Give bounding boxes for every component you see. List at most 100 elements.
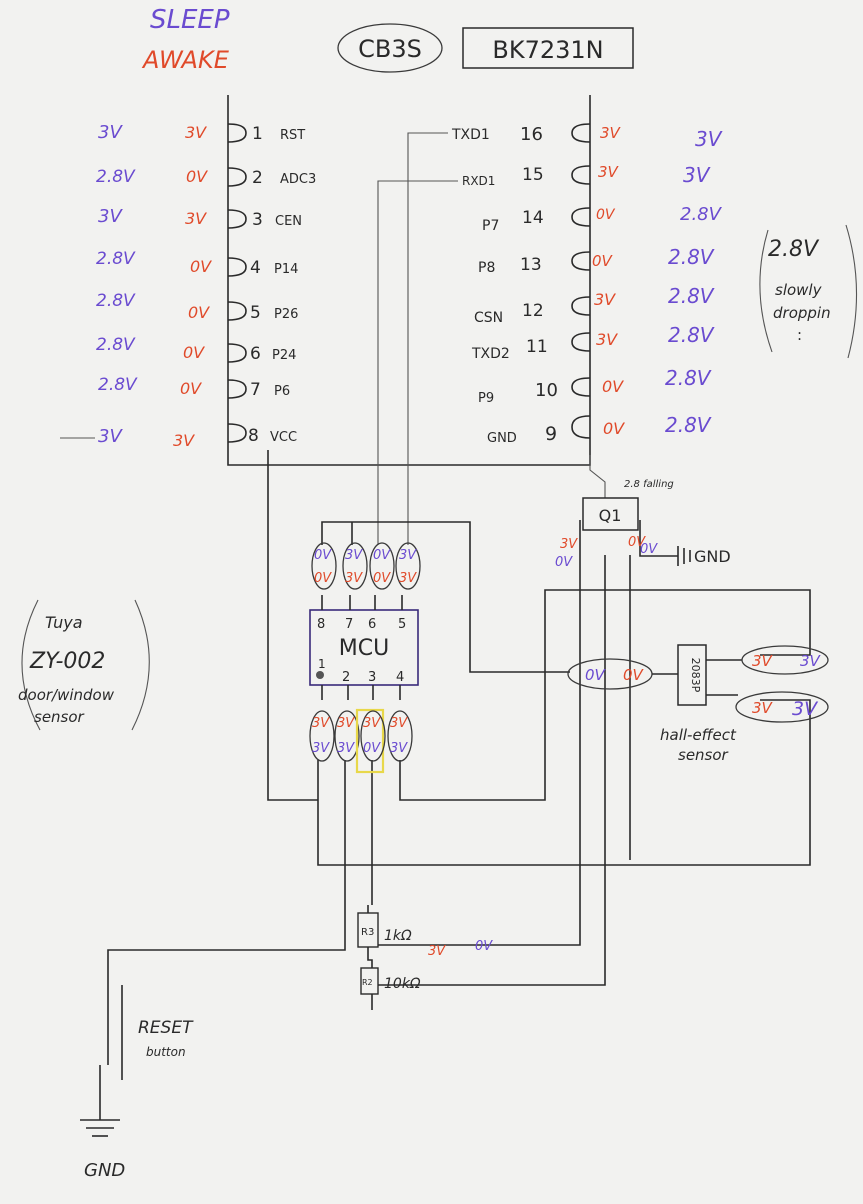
pin-6-sleep: 2.8V: [96, 335, 136, 355]
legend-sleep: SLEEP: [150, 5, 230, 35]
pin-15-name: RXD1: [462, 174, 495, 188]
note-bracket-left: [759, 229, 773, 353]
hall-sensor: 0V 0V 2083P 3V 3V 3V 3V hall-effect sens…: [567, 644, 829, 764]
left-pin-6: 2.8V 0V 6 P24: [96, 335, 296, 364]
pin-16-name: TXD1: [451, 127, 490, 143]
q1-label: Q1: [599, 506, 622, 525]
mcu-top-awake-8: 0V: [314, 571, 332, 586]
mcu-top-voltages: 0V 3V 0V 3V 0V 3V 0V 3V: [311, 542, 421, 590]
mcu-pin3-highlight: [355, 708, 385, 774]
device-line-4: sensor: [34, 708, 85, 726]
pin-7-awake: 0V: [180, 379, 202, 398]
hall-top-oval: [741, 645, 829, 675]
mcu-top-sleep-6: 0V: [373, 548, 391, 563]
hall-bottom-awake: 3V: [752, 699, 774, 717]
right-pin-13: P8 13 0V 2.8V: [478, 245, 715, 276]
legend-awake: AWAKE: [141, 46, 230, 74]
pin-6-name: P24: [272, 348, 296, 363]
wire-mcu4-to-hall: [399, 589, 811, 801]
note-line-1: slowly: [775, 281, 823, 299]
pin-7-name: P6: [274, 384, 290, 399]
mcu-bottom-oval-1: [309, 710, 335, 762]
pin-16-awake: 3V: [600, 124, 622, 142]
hall-top-awake: 3V: [752, 652, 774, 670]
pin-12-number: 12: [522, 301, 544, 321]
r3-tag: R3: [361, 927, 374, 938]
mcu-pin-num-4: 4: [396, 670, 404, 685]
q1-body: [582, 497, 639, 531]
pin-12-sleep: 2.8V: [668, 284, 715, 308]
pin-13-name: P8: [478, 260, 495, 276]
pin-9-awake: 0V: [603, 419, 625, 438]
q1-gnd-label: GND: [694, 547, 731, 566]
right-pin-11: TXD2 11 3V 2.8V: [471, 323, 715, 362]
right-pin-9: GND 9 0V 2.8V: [487, 413, 712, 446]
left-pin-5: 2.8V 0V 5 P26: [96, 291, 298, 323]
pin-11-pad: [571, 332, 591, 352]
mcu-top-awake-6: 0V: [373, 571, 391, 586]
module-name: CB3S: [358, 35, 422, 63]
left-pin-3: 3V 3V 3 CEN: [98, 206, 302, 230]
mcu-bottom-awake-2: 3V: [337, 716, 355, 731]
pin-11-name: TXD2: [471, 346, 510, 362]
right-pin-16: TXD1 16 3V 3V: [451, 123, 723, 151]
hall-left-sleep: 0V: [585, 666, 607, 684]
pin-2-number: 2: [252, 168, 263, 188]
cb3s-outline: [227, 95, 591, 466]
hall-label-1: hall-effect: [660, 726, 737, 744]
pin-8-name: VCC: [270, 430, 297, 445]
pin-16-sleep: 3V: [695, 127, 723, 151]
pin-13-pad: [571, 251, 591, 271]
hall-top-sleep: 3V: [800, 652, 822, 670]
mcu-bottom-awake-4: 3V: [390, 716, 408, 731]
left-pin-1: 3V 3V 1 RST: [98, 122, 305, 144]
device-line-3: door/window: [18, 686, 115, 704]
mcu-pin1-marker: [316, 671, 324, 679]
pin-14-awake: 0V: [596, 207, 616, 223]
right-pin-14: P7 14 0V 2.8V: [482, 204, 723, 234]
hall-left-awake: 0V: [623, 666, 645, 684]
pin-7-sleep: 2.8V: [98, 375, 138, 395]
pin-13-number: 13: [520, 255, 542, 275]
pin-11-awake: 3V: [596, 330, 618, 349]
mcu-top-oval-5: [395, 542, 421, 590]
mcu-pin-num-6: 6: [368, 617, 376, 632]
mcu-bottom-sleep-3: 0V: [363, 741, 381, 756]
mcu-label: MCU: [339, 636, 389, 661]
mcu-bottom-awake-1: 3V: [312, 716, 330, 731]
pin-3-pad: [227, 209, 247, 229]
pin-6-number: 6: [250, 344, 261, 364]
pin-7-number: 7: [250, 380, 261, 400]
hall-chip-label: 2083P: [689, 658, 702, 693]
pin-15-awake: 3V: [598, 163, 620, 181]
r2-body: [360, 967, 379, 995]
pin-4-number: 4: [250, 258, 261, 278]
right-pin-12: CSN 12 3V 2.8V: [474, 284, 715, 326]
right-pin-10: P9 10 0V 2.8V: [478, 366, 712, 406]
pin-9-name: GND: [487, 431, 517, 446]
reset-label-1: RESET: [138, 1018, 194, 1038]
pin-6-awake: 0V: [183, 343, 205, 362]
wire-to-reset: [107, 905, 346, 1000]
pin-9-sleep: 2.8V: [665, 413, 712, 437]
wire-txd1-to-mcu5: [407, 132, 448, 545]
r3-body: [357, 912, 379, 948]
mcu-body: [309, 609, 419, 686]
left-pin-2: 2.8V 0V 2 ADC3: [96, 167, 316, 188]
pin-5-name: P26: [274, 307, 298, 322]
pin-14-name: P7: [482, 218, 499, 234]
pin-3-sleep: 3V: [98, 206, 123, 227]
mcu-bottom-oval-3: [360, 710, 386, 762]
pin-13-awake: 0V: [592, 252, 614, 270]
pin-14-number: 14: [522, 208, 544, 228]
hall-bottom-oval: [735, 691, 829, 723]
q1-left-awake: 3V: [560, 537, 578, 552]
pin-5-pad: [227, 301, 247, 321]
pin-11-sleep: 2.8V: [668, 323, 715, 347]
pin-8-awake: 3V: [173, 431, 195, 450]
pin-3-number: 3: [252, 210, 263, 230]
device-line-2: ZY-002: [29, 649, 105, 674]
q1-transistor: Q1 2.8 falling 3V 0V 0V 0V GND: [555, 479, 731, 570]
wire-vcc-rail: [267, 450, 318, 801]
